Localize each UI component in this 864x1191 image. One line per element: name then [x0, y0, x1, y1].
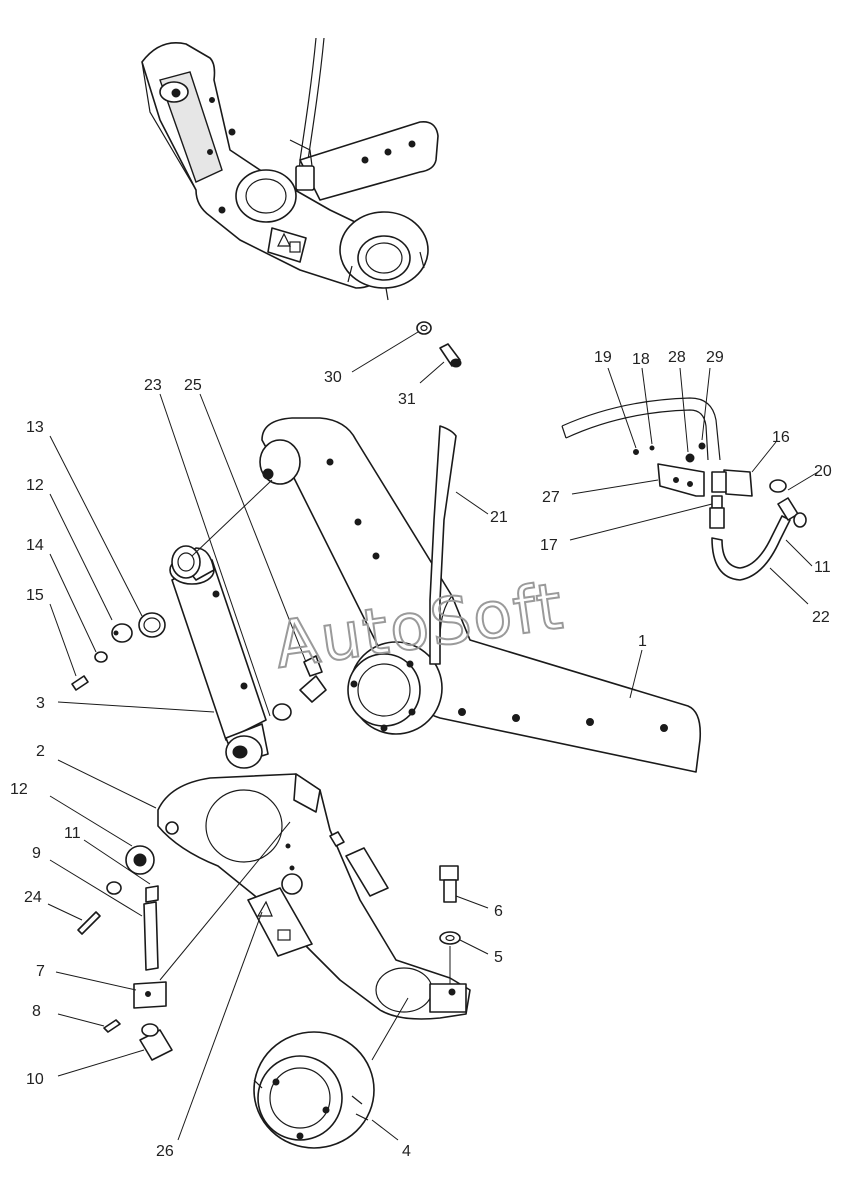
callout-22: 22	[812, 609, 830, 626]
callout-5: 5	[494, 949, 503, 966]
warning-sticker-part-26	[247, 887, 313, 957]
callout-12-top: 12	[26, 477, 44, 494]
callout-1: 1	[638, 633, 647, 650]
hydraulic-cylinder-part-3	[169, 545, 269, 769]
wheel-hub-part-4	[253, 1031, 375, 1149]
callout-15: 15	[26, 587, 44, 604]
callout-18: 18	[632, 351, 650, 368]
top-assembly-view	[141, 37, 439, 301]
washer-30	[416, 321, 432, 335]
callout-23: 23	[144, 377, 162, 394]
hydraulic-line-group	[561, 397, 807, 581]
callout-24: 24	[24, 889, 42, 906]
leader-lines	[47, 331, 819, 1141]
bracket-part-2	[157, 773, 471, 1020]
callout-10: 10	[26, 1071, 44, 1088]
callout-26: 26	[156, 1143, 174, 1160]
callout-labels: 30 31 19 18 28 29 16 20 27 17 11 22 21 2…	[10, 349, 832, 1160]
callout-28: 28	[668, 349, 686, 366]
bolt-6-washer-5	[439, 865, 461, 945]
callout-12-bottom: 12	[10, 781, 28, 798]
callout-21: 21	[490, 509, 508, 526]
callout-31: 31	[398, 391, 416, 408]
callout-25: 25	[184, 377, 202, 394]
callout-14: 14	[26, 537, 44, 554]
callout-7: 7	[36, 963, 45, 980]
callout-19: 19	[594, 349, 612, 366]
callout-6: 6	[494, 903, 503, 920]
callout-11-top: 11	[814, 559, 831, 576]
callout-11-bottom: 11	[64, 825, 81, 842]
cylinder-small-parts	[71, 612, 327, 721]
callout-13: 13	[26, 419, 44, 436]
callout-20: 20	[814, 463, 832, 480]
callout-2: 2	[36, 743, 45, 760]
callout-17: 17	[540, 537, 558, 554]
callout-29: 29	[706, 349, 724, 366]
callout-16: 16	[772, 429, 790, 446]
callout-9: 9	[32, 845, 41, 862]
arm-part-1	[259, 417, 702, 773]
hose-part-21	[429, 425, 457, 665]
callout-30: 30	[324, 369, 342, 386]
callout-8: 8	[32, 1003, 41, 1020]
callout-27: 27	[542, 489, 560, 506]
callout-4: 4	[402, 1143, 411, 1160]
callout-3: 3	[36, 695, 45, 712]
bolt-31	[439, 343, 462, 368]
pin-and-bolts	[77, 831, 389, 1061]
